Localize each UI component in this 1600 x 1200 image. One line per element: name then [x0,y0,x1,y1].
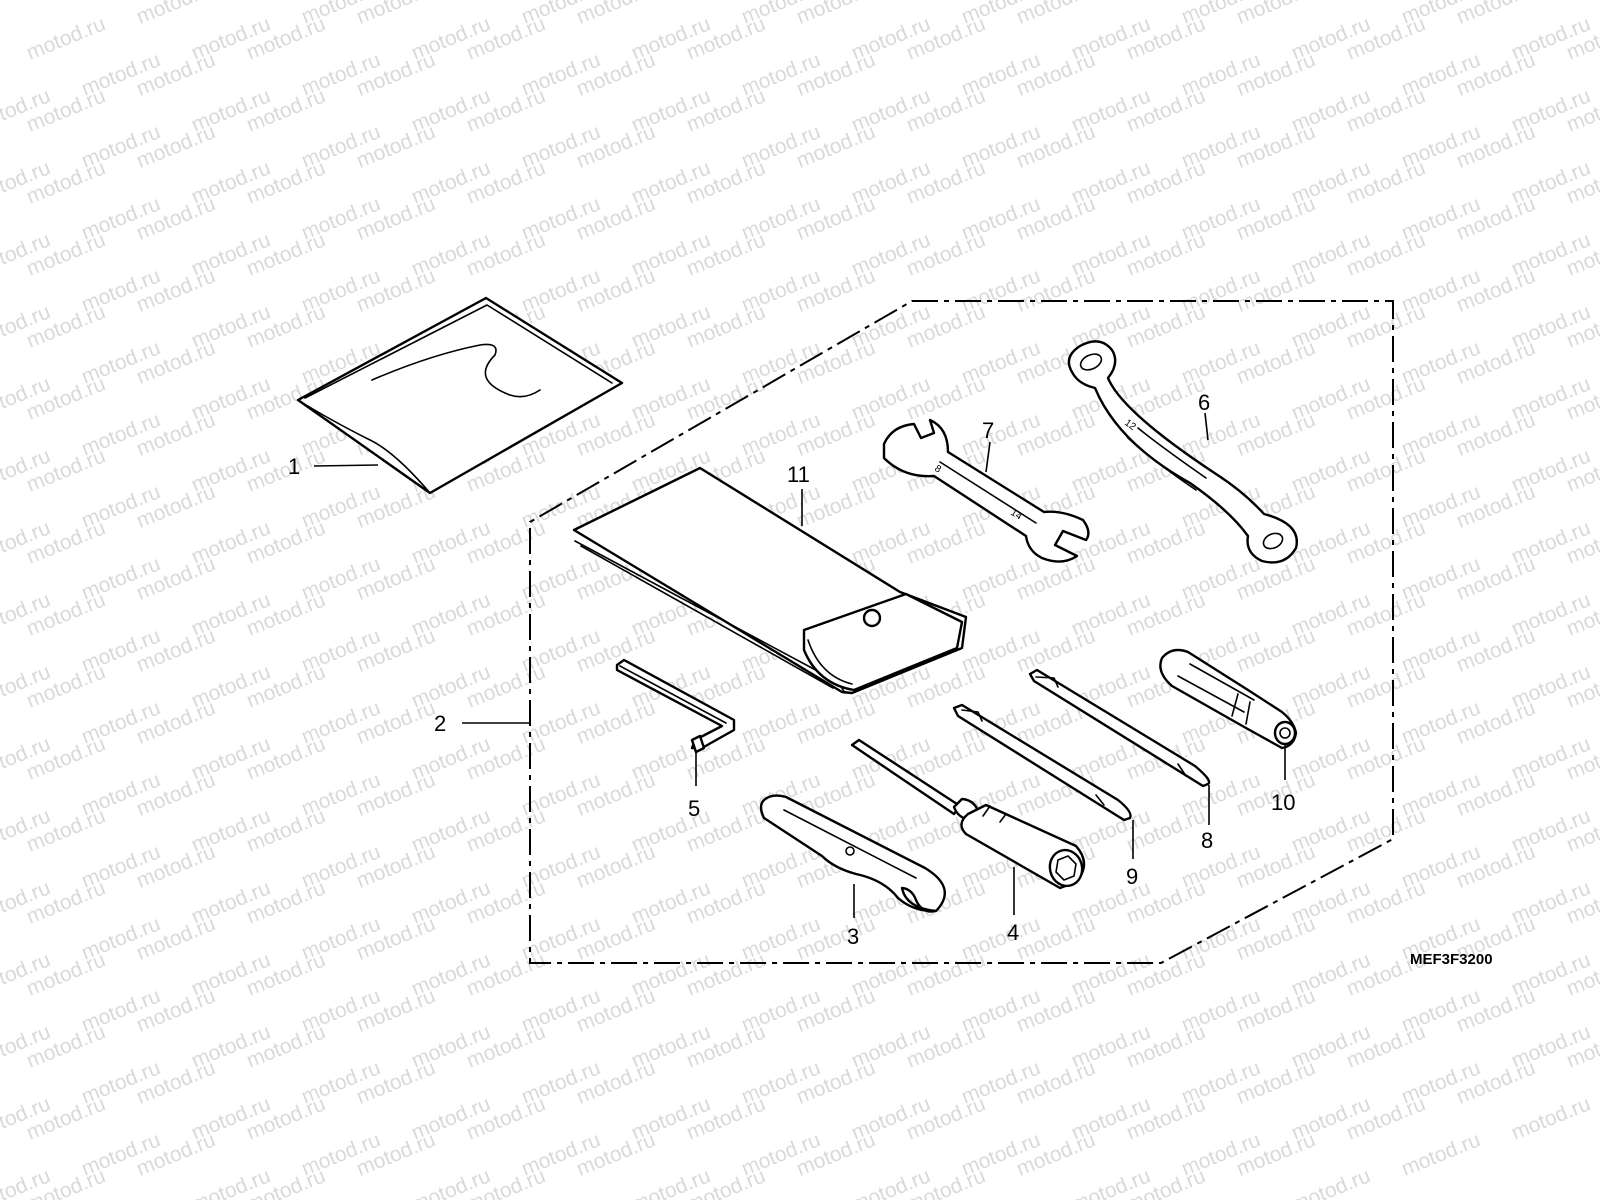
watermark-text: motod.ru [1288,1164,1373,1200]
watermark-text: motod.ru [1013,0,1098,29]
callout-7: 7 [982,418,994,443]
callout-3: 3 [847,924,859,949]
callout-2: 2 [434,711,446,736]
pin-spanner [759,794,946,913]
tool-set-boundary [529,300,1394,964]
watermark-text: motod.ru [133,0,218,29]
tool-bag [296,296,624,495]
box-end-wrench: 12 [1067,340,1299,564]
watermark-text: motod.ru [1398,1128,1483,1180]
callout-5: 5 [688,796,700,821]
callout-8: 8 [1201,828,1213,853]
callout-11: 11 [787,462,810,487]
callout-10: 10 [1271,790,1295,815]
open-end-wrench: 8 14 [882,418,1090,563]
watermark-text: motod.ru [1233,0,1318,29]
watermark-text: motod.ru [1453,0,1538,29]
callout-1: 1 [288,454,300,479]
callout-4: 4 [1007,920,1019,945]
drawing-code: MEF3F3200 [1410,951,1493,968]
screwdriver-shaft-b [1028,668,1211,788]
callouts: 1 2 3 4 5 6 7 8 9 10 11 [288,390,1295,949]
watermark-text: motod.ru [353,0,438,29]
watermark-text: motod.ru [1508,1092,1593,1144]
watermark-text: motod.ru [793,0,878,29]
watermark-text: motod.ru [23,12,108,64]
tool-case [572,466,968,695]
callout-6: 6 [1198,390,1210,415]
screwdriver-shaft-a [952,703,1132,822]
watermark-text: motod.ru [573,0,658,29]
callout-9: 9 [1126,864,1138,889]
hex-key [615,658,736,754]
spark-plug-wrench [850,738,1086,890]
screwdriver-handle [1159,648,1298,750]
leader-lines [313,412,1286,918]
wrench-size-stamp-a: 8 [932,463,943,476]
